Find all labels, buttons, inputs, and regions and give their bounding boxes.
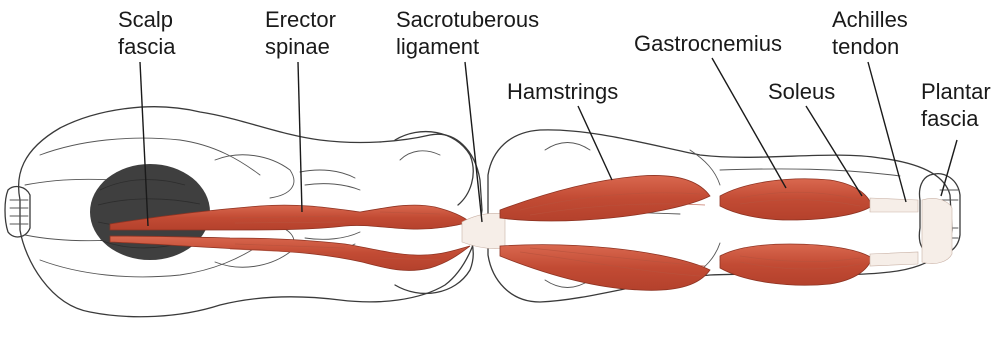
label-plantar-line2: fascia xyxy=(921,106,979,131)
label-hamstrings-line1: Hamstrings xyxy=(507,79,618,104)
label-scalp-fascia-line1: Scalp xyxy=(118,7,173,32)
left-hands xyxy=(5,187,30,237)
leader-plantar-fascia xyxy=(941,140,957,196)
label-soleus-line1: Soleus xyxy=(768,79,835,104)
label-scalp-fascia: Scalp fascia xyxy=(118,7,179,59)
gastrocnemius-lower xyxy=(720,244,872,285)
label-sacrotuberous-ligament: Sacrotuberous ligament xyxy=(396,7,545,59)
label-erector-spinae: Erector spinae xyxy=(265,7,342,59)
pelvis-line xyxy=(400,151,440,160)
leader-sacrotuberous xyxy=(465,62,482,222)
achilles-tendon-upper xyxy=(870,198,918,212)
label-achilles-tendon: Achilles tendon xyxy=(832,7,914,59)
scapula-top xyxy=(215,155,294,198)
leader-hamstrings xyxy=(578,106,612,180)
finger-lines xyxy=(10,200,28,224)
label-hamstrings: Hamstrings xyxy=(507,79,618,104)
label-erector-spinae-line1: Erector xyxy=(265,7,336,32)
label-gastrocnemius-line1: Gastrocnemius xyxy=(634,31,782,56)
knee-lines xyxy=(690,150,720,278)
hamstrings-lower xyxy=(500,245,710,291)
label-scalp-fascia-line2: fascia xyxy=(118,34,176,59)
muscles xyxy=(110,175,952,290)
label-sacrotuberous-line2: ligament xyxy=(396,34,479,59)
leader-gastrocnemius xyxy=(712,58,786,188)
label-soleus: Soleus xyxy=(768,79,835,104)
plantar-fascia-shape xyxy=(922,198,952,263)
label-gastrocnemius: Gastrocnemius xyxy=(634,31,782,56)
achilles-tendon-lower xyxy=(870,252,918,266)
label-achilles-line1: Achilles xyxy=(832,7,908,32)
sacrotuberous-ligament-shape xyxy=(462,213,505,248)
label-plantar-fascia: Plantar fascia xyxy=(921,79,997,131)
labels: Scalp fascia Erector spinae Sacrotuberou… xyxy=(118,7,997,131)
label-erector-spinae-line2: spinae xyxy=(265,34,330,59)
label-plantar-line1: Plantar xyxy=(921,79,991,104)
label-sacrotuberous-line1: Sacrotuberous xyxy=(396,7,539,32)
label-achilles-line2: tendon xyxy=(832,34,899,59)
leader-achilles xyxy=(868,62,906,202)
